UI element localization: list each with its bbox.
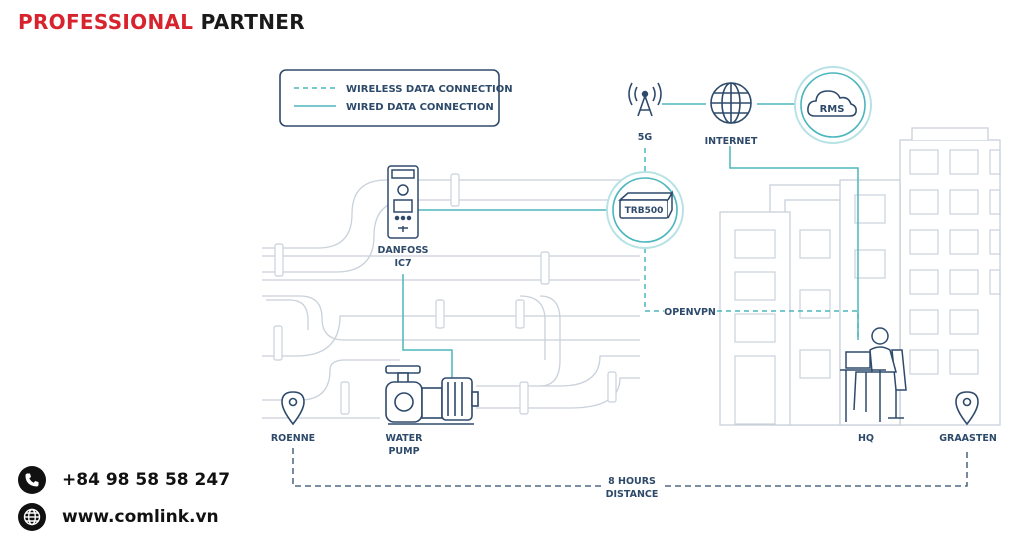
danfoss-controller-icon xyxy=(387,165,419,239)
router-label: TRB500 xyxy=(625,206,664,216)
building-windows xyxy=(734,149,1001,425)
tower-5g-icon xyxy=(628,82,662,117)
legend-wired-label: WIRED DATA CONNECTION xyxy=(346,102,494,113)
wireless-openvpn xyxy=(644,248,859,340)
pipe-flanges xyxy=(273,173,617,415)
tower-label: 5G xyxy=(638,132,653,143)
brand-word-red: PROFESSIONAL xyxy=(18,10,194,34)
rms-cloud-icon: RMS xyxy=(794,66,872,144)
distance-label-line2: DISTANCE xyxy=(606,489,659,500)
graasten-label: GRAASTEN xyxy=(939,433,997,444)
globe-icon xyxy=(18,503,46,531)
brand-word-dark: PARTNER xyxy=(200,10,305,34)
pipes-background xyxy=(262,179,640,419)
phone-icon xyxy=(18,466,46,494)
wire-internet-hq xyxy=(729,146,859,340)
brand-header: PROFESSIONAL PARTNER xyxy=(18,10,305,34)
roenne-pin-icon xyxy=(281,391,305,426)
pump-label-line2: PUMP xyxy=(388,446,419,457)
wire-controller-pump xyxy=(402,274,453,378)
controller-label-line1: DANFOSS xyxy=(377,245,428,256)
phone-number: +84 98 58 58 247 xyxy=(62,470,231,490)
hq-worker-icon xyxy=(840,327,907,422)
openvpn-label-bg xyxy=(664,304,716,318)
controller-label-line2: IC7 xyxy=(394,258,411,269)
internet-label: INTERNET xyxy=(705,136,758,147)
router-trb500-icon: TRB500 xyxy=(606,171,684,249)
legend-box: WIRELESS DATA CONNECTION WIRED DATA CONN… xyxy=(279,69,513,127)
distance-label-bg xyxy=(602,473,664,499)
rms-label: RMS xyxy=(820,104,845,115)
distance-label-line1: 8 HOURS xyxy=(608,476,656,487)
openvpn-label: OPENVPN xyxy=(664,307,716,318)
roenne-label: ROENNE xyxy=(271,433,315,444)
internet-globe-icon xyxy=(710,82,752,124)
website-url[interactable]: www.comlink.vn xyxy=(62,507,219,527)
website-contact: www.comlink.vn xyxy=(18,503,219,531)
water-pump-icon xyxy=(385,365,479,425)
graasten-pin-icon xyxy=(955,391,979,426)
hq-label: HQ xyxy=(858,433,874,444)
phone-contact: +84 98 58 58 247 xyxy=(18,466,230,494)
pump-label-line1: WATER xyxy=(386,433,424,444)
legend-wireless-label: WIRELESS DATA CONNECTION xyxy=(346,84,513,95)
